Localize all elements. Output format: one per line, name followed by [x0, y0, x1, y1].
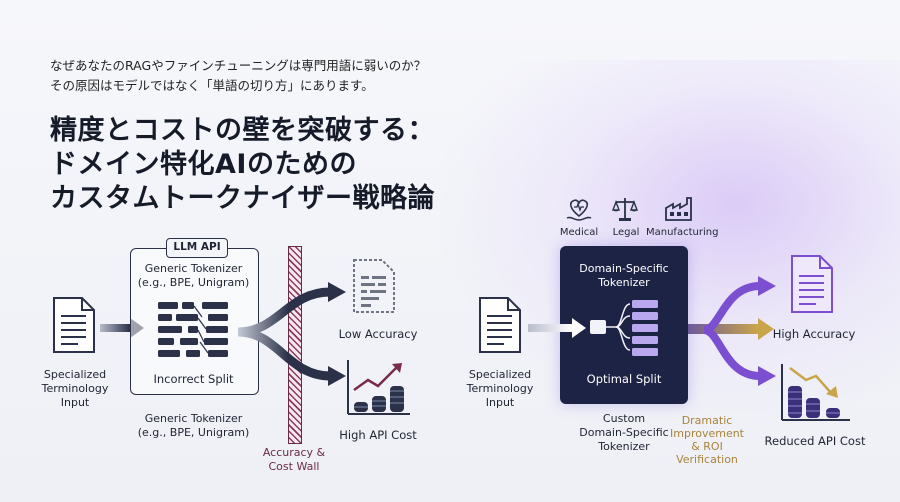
tokenizer-grid-icon [158, 302, 228, 357]
generic-tokenizer-below: Generic Tokenizer (e.g., BPE, Unigram) [130, 412, 257, 440]
incorrect-split-label: Incorrect Split [153, 372, 234, 386]
generic-tokenizer-title-2: (e.g., BPE, Unigram) [137, 276, 250, 289]
custom-tokenizer-below-2: Domain-Specific [579, 426, 669, 439]
gold-label-1: Dramatic [681, 414, 733, 427]
scales-icon [611, 198, 639, 221]
wall-icon [288, 246, 302, 444]
title-line-1: 精度とコストの壁を突破する： [50, 115, 435, 146]
rising-coins-icon [347, 360, 410, 415]
left-out-bottom-label: High API Cost [339, 428, 417, 442]
intro-line-1: なぜあなたのRAGやファインチューニングは専門用語に弱いのか？ [50, 58, 427, 73]
optimal-split-label: Optimal Split [586, 372, 662, 386]
left-input-label-2: Terminology [41, 382, 109, 395]
purple-document-icon [791, 255, 833, 313]
falling-coins-icon [781, 364, 850, 421]
right-out-top-label: High Accuracy [772, 327, 856, 341]
left-out-top-label: Low Accuracy [338, 327, 418, 341]
domain-tokenizer-title-1: Domain-Specific [579, 262, 669, 275]
wall-label: Accuracy & Cost Wall [254, 446, 334, 474]
gold-label: Dramatic Improvement & ROI Verification [666, 414, 748, 466]
title-line-3: カスタムトークナイザー戦略論 [50, 183, 435, 214]
purple-fork-arrow-icon [702, 276, 776, 386]
left-input-label-1: Specialized [43, 368, 107, 381]
wall-label-1: Accuracy & [262, 446, 326, 459]
factory-icon [665, 197, 692, 221]
faded-document-icon [353, 259, 395, 313]
custom-tokenizer-below: Custom Domain-Specific Tokenizer [560, 412, 688, 454]
llm-api-tag: LLM API [166, 238, 228, 258]
intro-line-2: その原因はモデルではなく「単語の切り方」にあります。 [50, 78, 374, 93]
right-out-bottom-label: Reduced API Cost [764, 434, 866, 448]
title-line-2: ドメイン特化AIのための [50, 149, 357, 180]
right-input-label-3: Input [485, 396, 515, 409]
domain-label-medical: Medical [559, 227, 599, 238]
right-input-label-1: Specialized [468, 368, 532, 381]
domain-label-legal: Legal [612, 227, 640, 238]
generic-tokenizer-title-1: Generic Tokenizer [144, 262, 243, 275]
right-input-label: Specialized Terminology Input [455, 368, 545, 410]
gold-arrow-icon [688, 318, 774, 340]
left-input-label-3: Input [60, 396, 90, 409]
generic-tokenizer-title: Generic Tokenizer (e.g., BPE, Unigram) [130, 262, 257, 290]
gold-label-4: Verification [676, 453, 738, 466]
domain-tokenizer-title: Domain-Specific Tokenizer [560, 262, 688, 290]
generic-tokenizer-below-1: Generic Tokenizer [144, 412, 243, 425]
input-arrow-icon-right [528, 318, 586, 338]
domain-label-manufacturing: Manufacturing [646, 227, 719, 238]
right-input-label-2: Terminology [466, 382, 534, 395]
domain-tokenizer-title-2: Tokenizer [598, 276, 650, 289]
optimal-tokenizer-icon [590, 300, 658, 356]
custom-tokenizer-below-1: Custom [602, 412, 646, 425]
heart-hand-icon [566, 199, 592, 221]
fork-arrow-icon [237, 282, 346, 386]
intro-text: なぜあなたのRAGやファインチューニングは専門用語に弱いのか？ その原因はモデル… [50, 56, 426, 96]
left-input-label: Specialized Terminology Input [30, 368, 120, 410]
page-title: 精度とコストの壁を突破する： ドメイン特化AIのための カスタムトークナイザー戦… [50, 114, 435, 216]
gold-label-2: Improvement [670, 427, 744, 440]
gold-label-3: & ROI [691, 440, 723, 453]
wall-label-2: Cost Wall [268, 460, 320, 473]
custom-tokenizer-below-3: Tokenizer [598, 440, 650, 453]
document-icon-right [479, 297, 521, 353]
generic-tokenizer-below-2: (e.g., BPE, Unigram) [137, 426, 250, 439]
document-icon [53, 297, 95, 353]
